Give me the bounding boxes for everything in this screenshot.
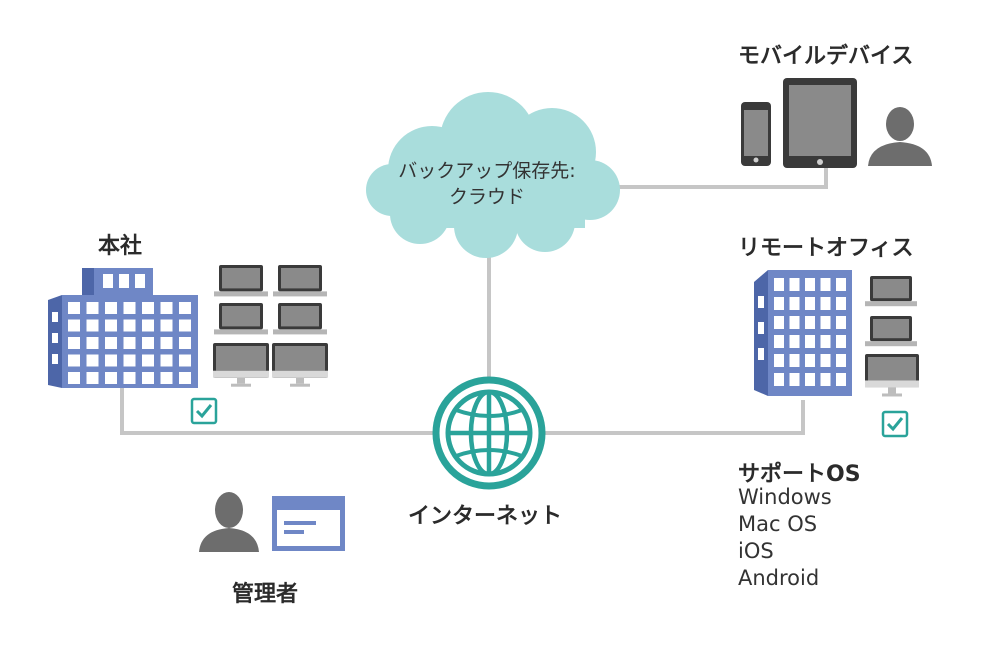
- internet-label: インターネット: [408, 504, 563, 529]
- line-internet-remote-office: [544, 400, 805, 435]
- mobile-user-icon: [868, 107, 932, 166]
- remote-office-devices: [865, 276, 919, 397]
- connection-lines: [120, 168, 828, 435]
- administrator-user-icon: [199, 492, 259, 552]
- tablet-icon: [783, 78, 857, 168]
- cloud-icon: [366, 92, 620, 258]
- headquarters-building-icon: [48, 268, 198, 388]
- os-item: Windows: [738, 485, 832, 509]
- cloud-label-line1: バックアップ保存先:: [398, 160, 576, 182]
- mobile-devices-group: [741, 78, 932, 168]
- supported-os-title: サポートOS: [738, 462, 861, 487]
- line-cloud-mobile: [600, 168, 828, 189]
- headquarters-devices: [213, 265, 328, 387]
- mobile-devices-label: モバイルデバイス: [738, 44, 914, 69]
- globe-icon: [432, 376, 546, 490]
- remote-office-building-icon: [754, 270, 852, 396]
- os-item: Mac OS: [738, 512, 818, 536]
- cloud-label: バックアップ保存先: クラウド: [372, 158, 602, 210]
- remote-office-check-icon: [881, 410, 909, 438]
- administrator-label: 管理者: [232, 582, 299, 607]
- headquarters-label: 本社: [98, 234, 143, 259]
- os-item: iOS: [738, 539, 774, 563]
- smartphone-icon: [741, 102, 771, 166]
- cloud-label-line2: クラウド: [448, 186, 525, 208]
- os-item: Android: [738, 566, 820, 590]
- supported-os-list: Windows Mac OS iOS Android: [738, 484, 832, 592]
- headquarters-check-icon: [190, 397, 218, 425]
- remote-office-label: リモートオフィス: [738, 236, 914, 261]
- admin-console-icon: [272, 496, 345, 551]
- line-headquarters-internet: [120, 385, 440, 435]
